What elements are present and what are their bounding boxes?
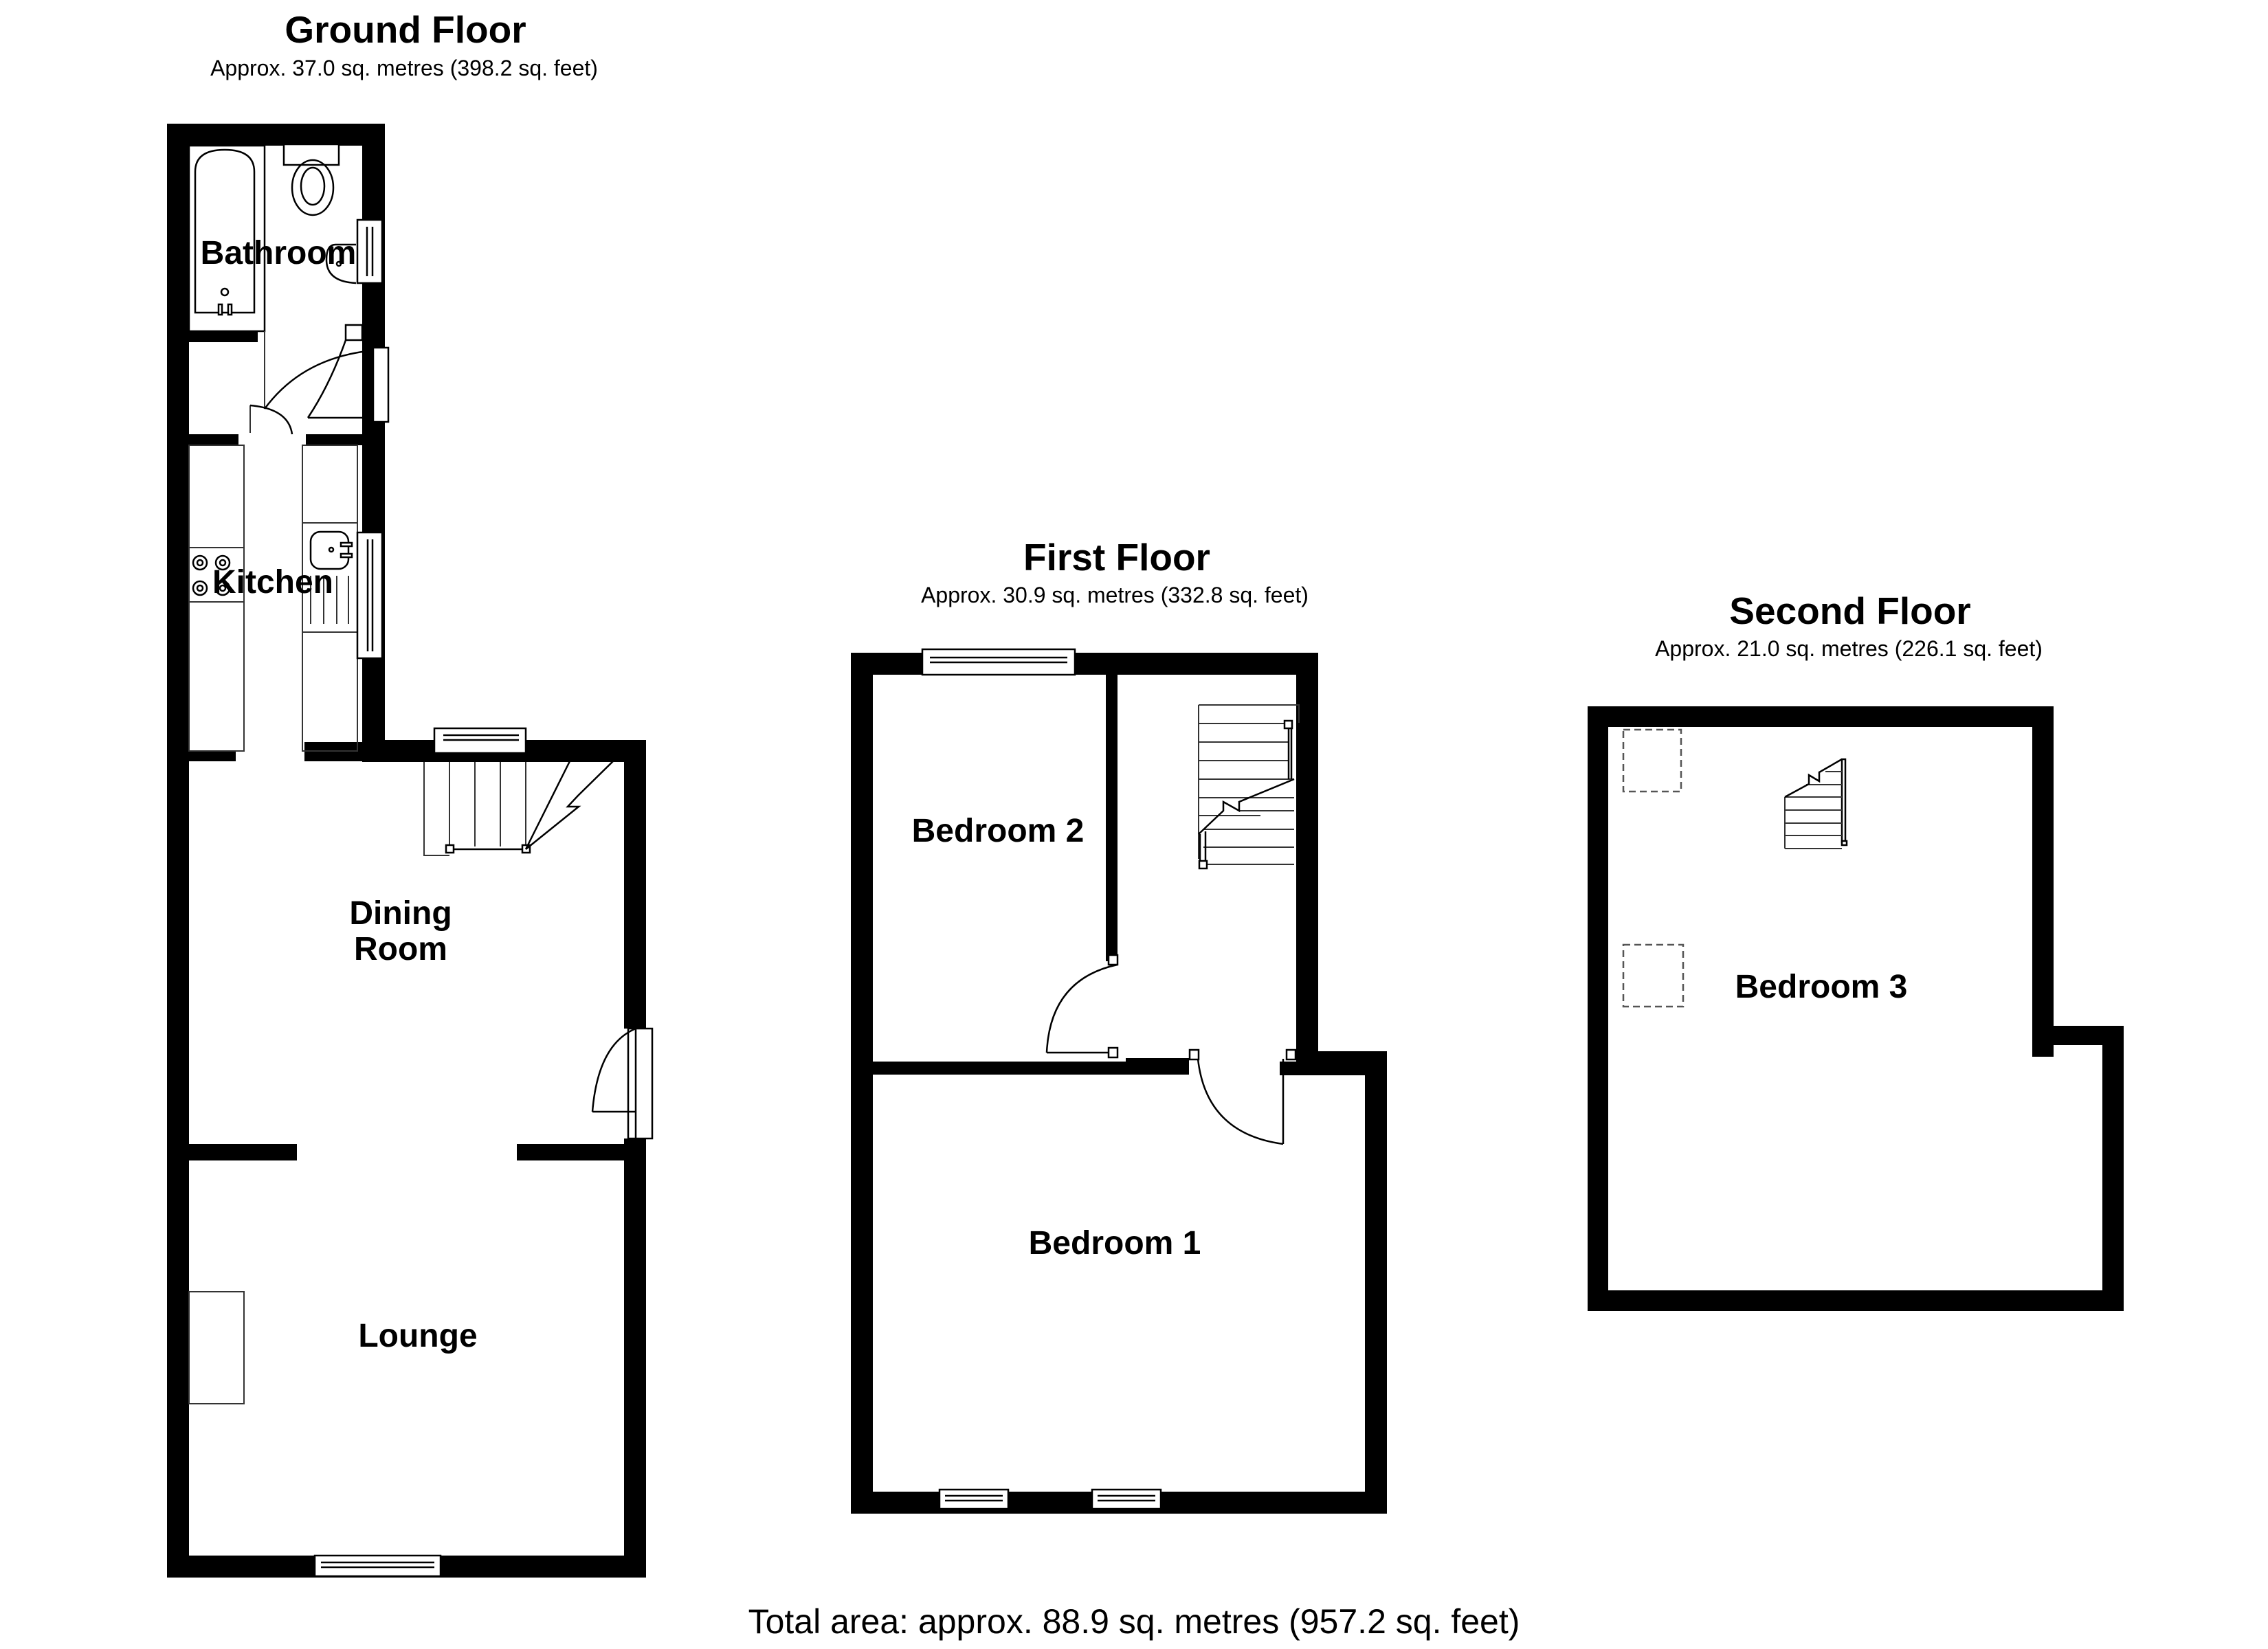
toilet-icon bbox=[282, 143, 340, 216]
second-floor: Second Floor Approx. 21.0 sq. metres (22… bbox=[1588, 590, 2124, 1311]
first-floor-walls bbox=[851, 653, 1387, 1514]
second-floor-area: Approx. 21.0 sq. metres (226.1 sq. feet) bbox=[1655, 636, 2043, 661]
hob-icon bbox=[192, 554, 231, 596]
bedroom1-window-left-icon bbox=[938, 1488, 1010, 1510]
room-label-kitchen: Kitchen bbox=[212, 564, 333, 601]
kitchen-worktop-left bbox=[188, 445, 245, 752]
first-floor-area: Approx. 30.9 sq. metres (332.8 sq. feet) bbox=[921, 583, 1309, 607]
kitchen-window-icon bbox=[356, 531, 383, 660]
sink-icon bbox=[309, 530, 353, 624]
room-label-bathroom: Bathroom bbox=[201, 235, 357, 271]
ground-floor-title: Ground Floor bbox=[285, 8, 526, 51]
lounge-window-icon bbox=[313, 1554, 442, 1578]
ground-floor: Ground Floor Approx. 37.0 sq. metres (39… bbox=[167, 8, 654, 1578]
ground-floor-area: Approx. 37.0 sq. metres (398.2 sq. feet) bbox=[210, 56, 598, 80]
bedroom2-door-icon bbox=[1045, 954, 1119, 1059]
room-label-bedroom-1: Bedroom 1 bbox=[1029, 1225, 1201, 1261]
room-label-lounge: Lounge bbox=[358, 1318, 477, 1354]
basin-icon bbox=[325, 243, 357, 284]
skylight-top-icon bbox=[1622, 728, 1682, 793]
room-label-dining-line2: Room bbox=[354, 931, 447, 967]
first-floor-title: First Floor bbox=[1023, 536, 1210, 579]
second-floor-title: Second Floor bbox=[1729, 590, 1970, 632]
ground-stairs-icon bbox=[423, 727, 619, 856]
room-label-bedroom-2: Bedroom 2 bbox=[912, 813, 1085, 849]
second-stairs-icon bbox=[1784, 758, 1848, 849]
bedroom1-window-right-icon bbox=[1091, 1488, 1162, 1510]
bedroom2-window-icon bbox=[921, 648, 1076, 676]
room-label-bedroom-3: Bedroom 3 bbox=[1735, 969, 1908, 1005]
ground-floor-walls bbox=[167, 124, 646, 1578]
bedroom1-door-icon bbox=[1188, 1048, 1297, 1145]
dining-door-icon bbox=[591, 1027, 654, 1140]
skylight-bottom-icon bbox=[1622, 943, 1685, 1008]
bathtub-icon bbox=[188, 144, 266, 333]
total-area: Total area: approx. 88.9 sq. metres (957… bbox=[748, 1602, 1520, 1641]
bathroom-window-icon bbox=[356, 218, 383, 284]
bathroom-door-icon bbox=[263, 324, 390, 423]
fireplace-icon bbox=[188, 1291, 245, 1404]
first-stairs-icon bbox=[1198, 704, 1300, 870]
room-label-dining: Dining bbox=[349, 895, 452, 932]
first-floor: First Floor Approx. 30.9 sq. metres (332… bbox=[851, 536, 1387, 1514]
second-floor-walls bbox=[1588, 706, 2124, 1311]
storage-door-icon bbox=[249, 404, 293, 435]
